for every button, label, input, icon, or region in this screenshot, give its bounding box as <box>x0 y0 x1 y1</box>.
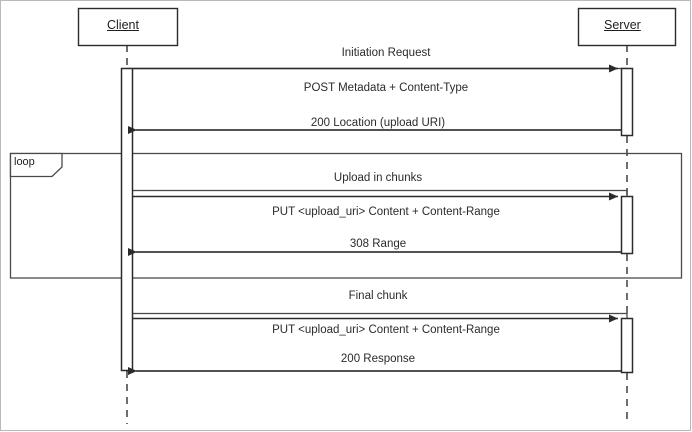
activation-server-final[interactable] <box>621 318 633 373</box>
message-label-put-chunk: PUT <upload_uri> Content + Content-Range <box>272 206 500 218</box>
activation-server-chunk[interactable] <box>621 196 633 254</box>
message-label-upload-in-chunks: Upload in chunks <box>333 172 423 184</box>
message-label-post-metadata: POST Metadata + Content-Type <box>303 82 469 94</box>
actor-label-client[interactable]: Client <box>107 18 139 32</box>
message-label-200-location: 200 Location (upload URI) <box>310 117 446 129</box>
fragment-loop-label: loop <box>14 156 35 168</box>
actor-head-server[interactable] <box>578 8 676 46</box>
message-label-308-range: 308 Range <box>349 238 407 250</box>
message-label-200-response: 200 Response <box>340 353 416 365</box>
actor-head-client[interactable] <box>78 8 178 46</box>
activation-client[interactable] <box>121 68 133 371</box>
actor-label-server[interactable]: Server <box>604 18 641 32</box>
activation-server-initiation[interactable] <box>621 68 633 136</box>
message-label-final-chunk: Final chunk <box>348 290 408 302</box>
fragment-loop-tag-hit[interactable] <box>10 153 62 177</box>
message-label-initiation-request: Initiation Request <box>341 47 431 59</box>
message-label-put-final: PUT <upload_uri> Content + Content-Range <box>272 324 500 336</box>
